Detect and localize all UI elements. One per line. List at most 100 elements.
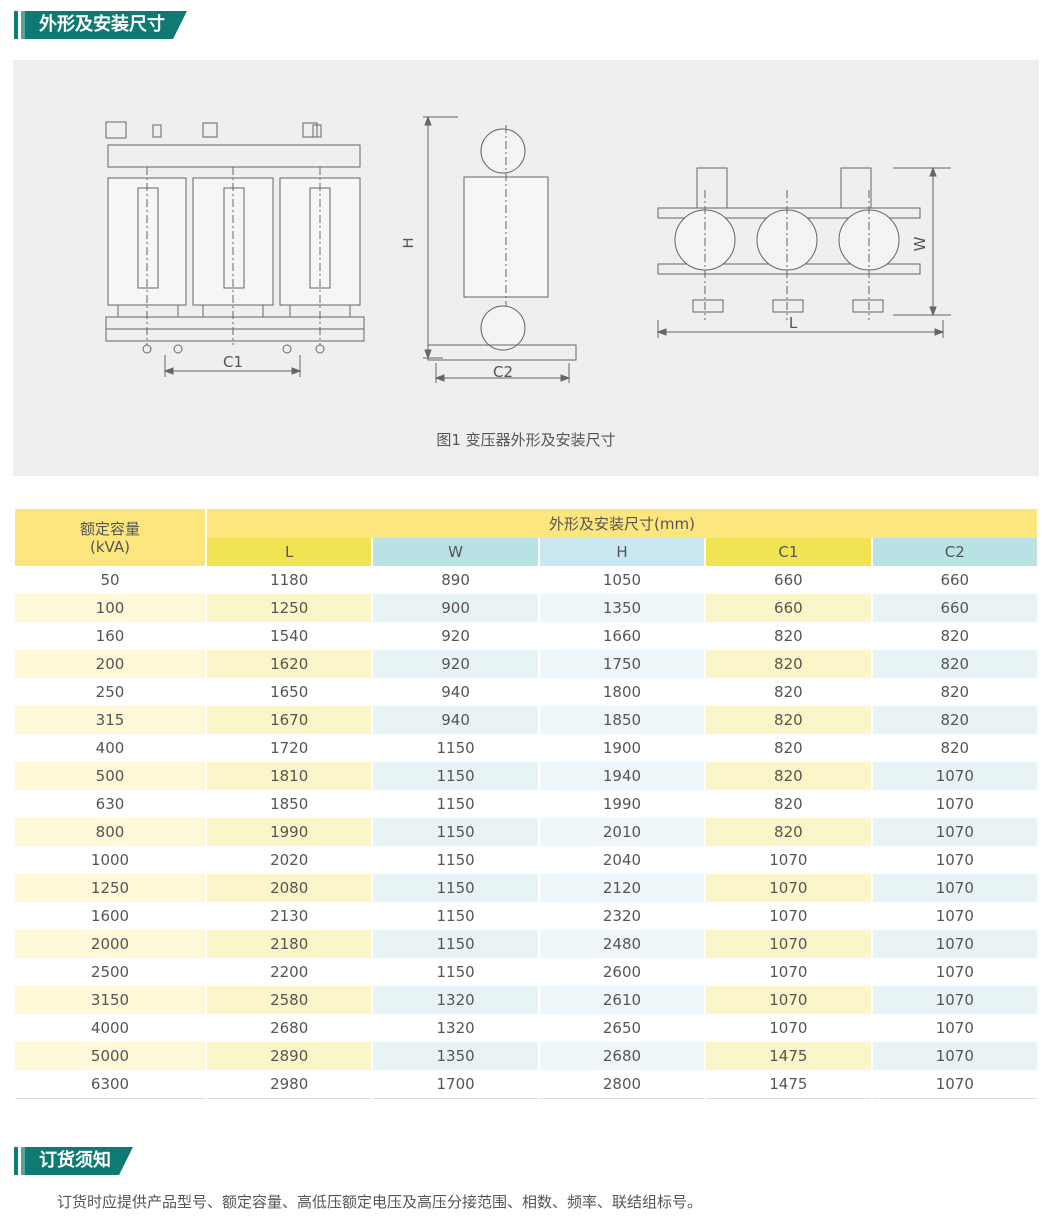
l-cell: 2020 [270,851,309,869]
c2-cell: 1070 [872,1042,1037,1070]
l-cell: 2580 [207,986,372,1014]
w-cell: 890 [441,571,470,589]
dimension-l: L [789,314,798,332]
capacity-cell: 6300 [15,1070,205,1099]
header-accent [14,11,18,39]
header-accent [14,1147,18,1175]
l-cell: 1720 [270,739,309,757]
capacity-cell: 100 [15,594,205,622]
c1-cell: 820 [774,683,803,701]
h-cell: 2610 [539,986,705,1014]
c2-cell: 1070 [872,930,1037,958]
h-cell: 2040 [602,851,642,869]
capacity-cell: 1000 [90,851,130,869]
header-accent [21,11,25,39]
h-cell: 2600 [602,963,642,981]
dimensions-group-header: 外形及安装尺寸(mm) [207,509,1037,538]
l-cell: 1850 [270,795,309,813]
column-header-h: H [539,538,705,566]
c2-cell: 1070 [872,986,1037,1014]
figure-caption: 图1 变压器外形及安装尺寸 [436,431,616,449]
capacity-cell: 1250 [15,874,205,902]
h-cell: 1660 [602,627,642,645]
header-accent [21,1147,25,1175]
w-cell: 1150 [436,963,475,981]
capacity-cell: 50 [100,571,120,589]
c2-cell: 820 [940,627,970,645]
section-title: 订货须知 [25,1147,133,1175]
capacity-cell: 5000 [15,1042,205,1070]
c1-cell: 1070 [769,851,808,869]
c2-cell: 820 [872,706,1037,734]
capacity-cell: 250 [95,683,125,701]
w-cell: 940 [441,683,470,701]
c2-cell: 820 [940,683,970,701]
c2-cell: 660 [940,571,970,589]
c2-cell: 1070 [935,963,974,981]
c2-cell: 660 [872,594,1037,622]
c2-cell: 820 [940,739,970,757]
c1-cell: 1070 [706,874,871,902]
column-header-c1: C1 [706,538,871,566]
l-cell: 2130 [270,907,309,925]
c2-cell: 820 [872,650,1037,678]
ordering-notice: 订货时应提供产品型号、额定容量、高低压额定电压及高压分接范围、相数、频率、联结组… [57,1193,703,1211]
c1-cell: 820 [706,650,871,678]
w-cell: 1150 [373,818,538,846]
capacity-cell: 2500 [90,963,130,981]
front-view-drawing: C1 [105,121,365,377]
capacity-cell: 200 [15,650,205,678]
c1-cell: 660 [774,571,803,589]
w-cell: 1150 [436,795,475,813]
l-cell: 2200 [270,963,309,981]
c1-cell: 1070 [706,930,871,958]
dimension-h: H [403,237,417,248]
h-cell: 2800 [539,1070,705,1099]
c1-cell: 820 [706,818,871,846]
c1-cell: 820 [706,762,871,790]
dimension-c1: C1 [223,353,243,371]
l-cell: 1250 [207,594,372,622]
c1-cell: 660 [706,594,871,622]
c1-cell: 1070 [769,963,808,981]
c2-cell: 1070 [872,762,1037,790]
h-cell: 2680 [539,1042,705,1070]
capacity-cell: 2000 [15,930,205,958]
c2-cell: 1070 [872,818,1037,846]
w-cell: 1350 [373,1042,538,1070]
capacity-header: 额定容量 (kVA) [15,509,205,566]
h-cell: 1050 [602,571,642,589]
w-cell: 1150 [373,930,538,958]
section-header-dimensions: 外形及安装尺寸 [14,11,187,39]
w-cell: 900 [373,594,538,622]
figure-panel: C1 H C2 [13,60,1039,476]
table-row: 50 1180 890 1050 660 660 [15,566,1037,594]
w-cell: 940 [373,706,538,734]
capacity-cell: 1600 [90,907,130,925]
l-cell: 1620 [207,650,372,678]
top-view-drawing: L W [656,166,951,338]
l-cell: 2890 [207,1042,372,1070]
w-cell: 920 [373,650,538,678]
section-header-ordering: 订货须知 [14,1147,133,1175]
dimension-c2: C2 [493,363,513,381]
l-cell: 1180 [270,571,309,589]
h-cell: 2010 [539,818,705,846]
l-cell: 1670 [207,706,372,734]
c2-cell: 1070 [872,874,1037,902]
h-cell: 2650 [602,1019,642,1037]
c1-cell: 820 [774,739,803,757]
column-header-l: L [207,538,372,566]
c1-cell: 1475 [706,1070,871,1099]
c2-cell: 1070 [872,1070,1037,1099]
c2-cell: 1070 [935,851,974,869]
capacity-cell: 400 [95,739,125,757]
h-cell: 1990 [602,795,642,813]
side-view-drawing: H C2 [403,115,577,383]
